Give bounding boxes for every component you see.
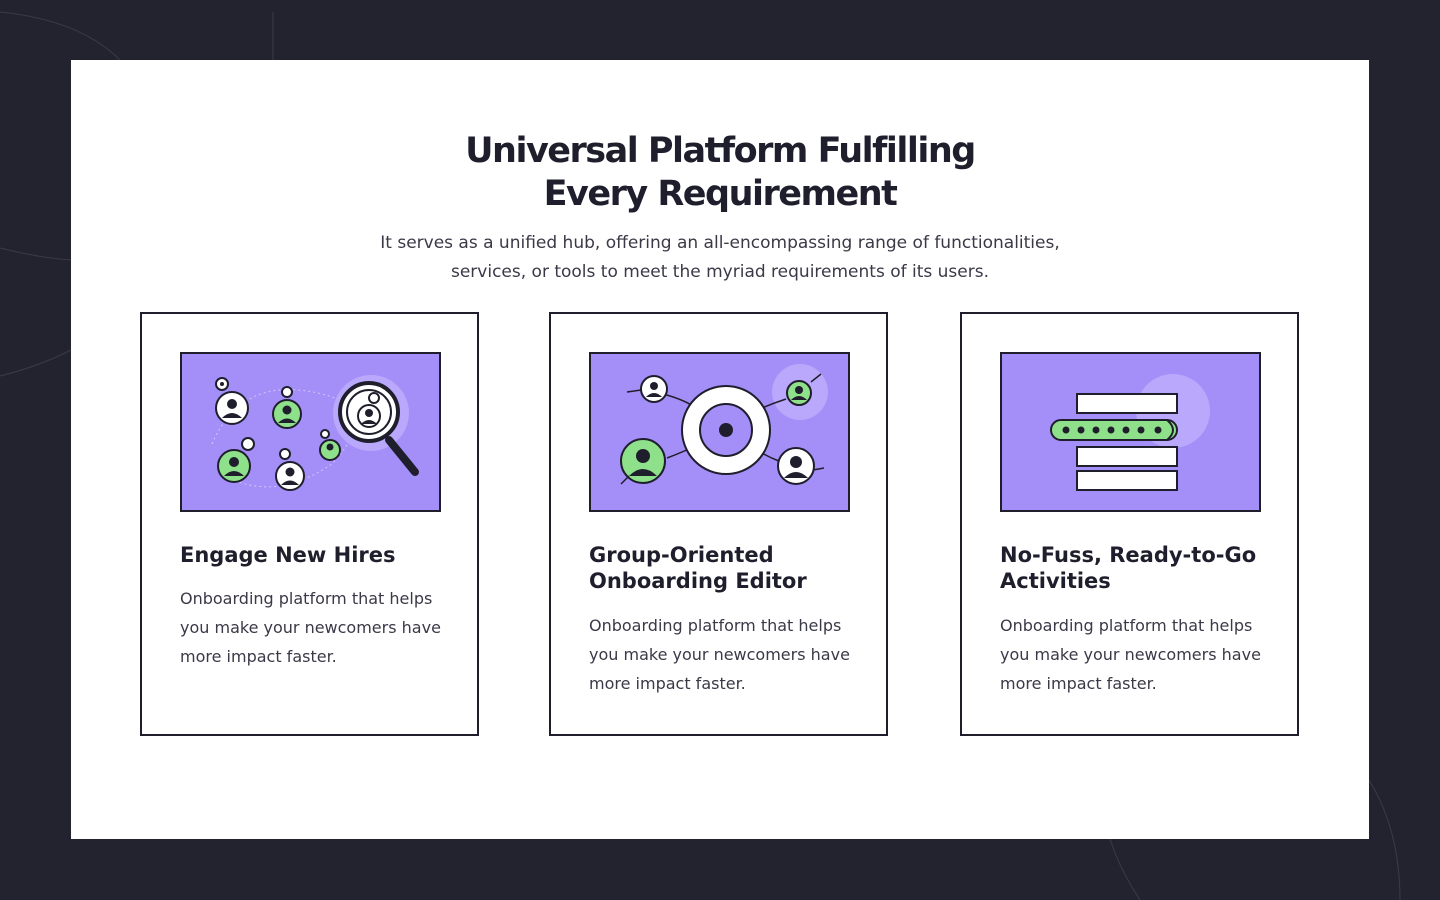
card-title-line: Engage New Hires (180, 543, 396, 567)
card-description-line: you make your newcomers have (589, 645, 850, 664)
card-title: Engage New Hires (180, 542, 470, 568)
section-subtitle-line: It serves as a unified hub, offering an … (380, 233, 1060, 253)
card-title-line: Activities (1000, 569, 1111, 593)
card-description-line: Onboarding platform that helps (180, 589, 433, 608)
feature-card-engage-new-hires: Engage New Hires Onboarding platform tha… (140, 312, 479, 736)
card-description-line: Onboarding platform that helps (1000, 616, 1253, 635)
card-title: No-Fuss, Ready-to-Go Activities (1000, 542, 1290, 594)
card-description: Onboarding platform that helps you make … (589, 611, 885, 698)
card-title-line: Group-Oriented (589, 543, 774, 567)
people-search-icon (180, 352, 441, 512)
section-subtitle: It serves as a unified hub, offering an … (71, 229, 1369, 287)
card-description-line: more impact faster. (1000, 674, 1157, 693)
card-description-line: Onboarding platform that helps (589, 616, 842, 635)
features-section: Universal Platform Fulfilling Every Requ… (71, 60, 1369, 839)
card-description-line: more impact faster. (180, 647, 337, 666)
card-title-line: Onboarding Editor (589, 569, 807, 593)
card-description: Onboarding platform that helps you make … (180, 584, 476, 671)
card-title-line: No-Fuss, Ready-to-Go (1000, 543, 1257, 567)
section-title: Universal Platform Fulfilling Every Requ… (71, 130, 1369, 216)
section-title-line: Every Requirement (543, 174, 898, 214)
card-description-line: you make your newcomers have (180, 618, 441, 637)
card-description-line: more impact faster. (589, 674, 746, 693)
feature-card-ready-to-go-activities: No-Fuss, Ready-to-Go Activities Onboardi… (960, 312, 1299, 736)
form-progress-icon (1000, 352, 1261, 512)
section-title-line: Universal Platform Fulfilling (465, 131, 976, 171)
group-target-icon (589, 352, 850, 512)
section-subtitle-line: services, or tools to meet the myriad re… (450, 262, 989, 282)
card-description: Onboarding platform that helps you make … (1000, 611, 1296, 698)
card-title: Group-Oriented Onboarding Editor (589, 542, 879, 594)
feature-card-group-onboarding-editor: Group-Oriented Onboarding Editor Onboard… (549, 312, 888, 736)
card-description-line: you make your newcomers have (1000, 645, 1261, 664)
